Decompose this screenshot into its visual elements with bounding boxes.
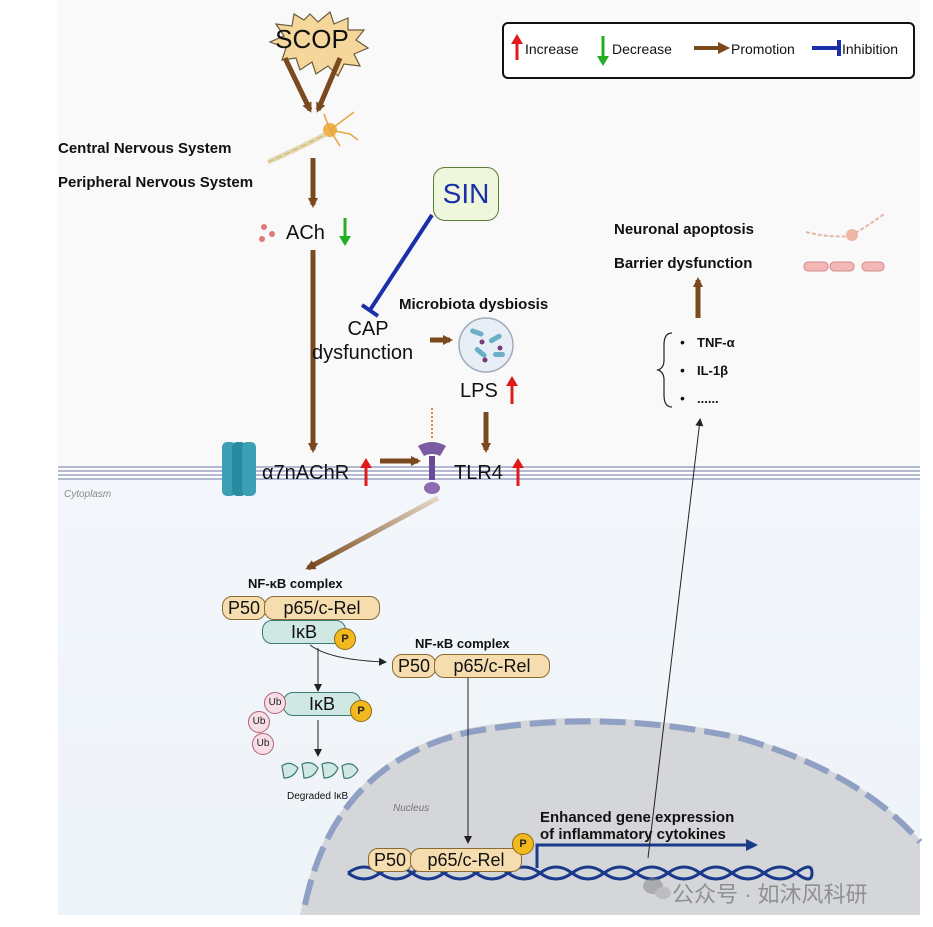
watermark-text: 公众号 · 如沐风科研 [672,882,868,907]
legend-decrease-icon [597,36,609,66]
lps-label: LPS [460,380,498,402]
scop-label: SCOP [275,24,349,54]
wechat-icon [643,878,671,899]
tlr4-increase-indicator [512,458,524,486]
nuclear-envelope [302,718,923,906]
neuron-illustration [266,111,359,165]
sin-box: SIN [433,167,499,221]
cytokine-more: ...... [697,391,719,406]
cns-label: Central Nervous System [58,140,232,157]
legend-decrease-label: Decrease [612,41,672,57]
cell-membrane [58,466,920,480]
lps-increase-indicator [506,376,518,404]
tlr4-receptor-illustration [418,408,446,494]
nucleus-label: Nucleus [393,803,430,814]
bacteria-illustration [458,317,514,373]
cytokine-brace [656,332,673,408]
p50-subunit-released: P50 [392,654,436,678]
degraded-ikb-label: Degraded IκB [287,791,349,802]
ubiquitin-2: Ub [248,711,270,733]
p65-subunit-released: p65/c-Rel [434,654,550,678]
barrier-cells-illustration [803,261,885,272]
ikb-bound: IκB [262,620,346,644]
ikb-ubiquitinated: IκB [283,692,361,716]
legend-box [502,22,915,79]
microbiota-label: Microbiota dysbiosis [399,296,549,313]
cap-label-line2: dysfunction [312,342,414,364]
ubiquitin-3: Ub [252,733,274,755]
cytokine-tnf: TNF-α [697,335,735,350]
legend-increase-label: Increase [525,41,579,57]
legend-inhibition-icon [812,40,841,56]
apoptotic-neuron-illustration [805,213,885,241]
inhibition-line [368,213,434,312]
neuronal-apoptosis-label: Neuronal apoptosis [614,221,755,238]
p50-subunit: P50 [222,596,266,620]
p65-nuclear: p65/c-Rel [410,848,522,872]
cap-label-line1: CAP [347,318,389,340]
legend-promotion-icon [694,42,730,54]
legend-increase-icon [511,34,523,60]
barrier-dysfunction-label: Barrier dysfunction [614,255,753,272]
nfkb-complex-label-2: NF-κB complex [415,636,510,651]
a7nachr-channel-illustration [222,442,256,496]
ubiquitin-1: Ub [264,692,286,714]
bullet: • [680,362,685,378]
p65-subunit: p65/c-Rel [264,596,380,620]
tlr4-label: TLR4 [454,462,503,484]
cytoplasm-label: Cytoplasm [64,489,112,500]
ach-decrease-indicator [339,218,351,246]
bullet: • [680,390,685,406]
pns-label: Peripheral Nervous System [58,174,254,191]
phospho-badge: P [334,628,356,650]
nfkb-complex-label: NF-κB complex [248,576,343,591]
p50-nuclear: P50 [368,848,412,872]
legend-inhibition-label: Inhibition [842,41,899,57]
phospho-badge-nuclear: P [512,833,534,855]
a7nachr-label: α7nAChR [262,462,350,484]
scop-starburst [268,10,370,78]
enhanced-expression-line2: of inflammatory cytokines [540,826,726,843]
degraded-ikb-fragments [281,762,359,779]
enhanced-expression-line1: Enhanced gene expression [540,809,735,826]
legend-promotion-label: Promotion [731,41,795,57]
a7nachr-increase-indicator [360,458,372,486]
bullet: • [680,334,685,350]
ach-molecules [259,224,275,242]
ach-label: ACh [286,222,325,244]
cytokine-il1b: IL-1β [697,363,729,378]
phospho-badge-ub: P [350,700,372,722]
